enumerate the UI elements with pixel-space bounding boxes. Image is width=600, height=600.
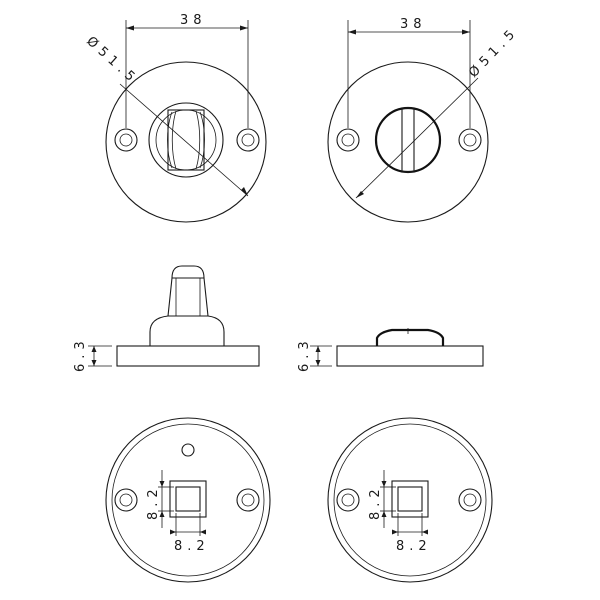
dim-text-bot-left-square-v: 8.2 — [146, 484, 161, 520]
screw-hole-left — [114, 128, 138, 152]
rosette-outline — [327, 61, 489, 223]
slot-disc-profile — [375, 328, 445, 346]
dimension-square-vertical: 8.2 — [368, 470, 396, 528]
knob-collar — [149, 315, 225, 346]
screw-hole-left — [336, 488, 360, 512]
dimension-height-6-3: 6.3 — [297, 336, 332, 372]
screw-hole-right — [236, 488, 260, 512]
dimension-height-6-3: 6.3 — [73, 336, 112, 372]
front-view-turn-knob: 38 Ø51.5 — [83, 13, 267, 223]
dimension-diameter: Ø51.5 — [83, 34, 249, 197]
dim-text-bot-right-square-h: 8.2 — [396, 539, 432, 554]
square-spindle-hole-outer — [391, 480, 429, 518]
dimension-width-38: 38 — [347, 17, 471, 128]
dim-text-top-left-diameter: Ø51.5 — [83, 34, 141, 88]
knob-stem — [167, 277, 209, 317]
back-view-left: 8.2 8.2 — [105, 417, 271, 583]
square-spindle-hole — [175, 486, 201, 512]
knob-top — [171, 265, 205, 279]
square-spindle-hole — [397, 486, 423, 512]
dim-text-top-left-width: 38 — [180, 13, 207, 28]
rosette-inner-rim — [111, 423, 265, 577]
turn-knob — [148, 102, 224, 178]
dim-text-mid-left-height: 6.3 — [73, 336, 88, 372]
screw-hole-right-inner — [463, 133, 477, 147]
dim-text-top-right-width: 38 — [400, 17, 427, 32]
screw-hole-left — [114, 488, 138, 512]
side-view-slot-indicator: 6.3 — [297, 328, 484, 372]
dimension-square-horizontal: 8.2 — [170, 513, 210, 554]
screw-hole-left-inner — [119, 133, 133, 147]
rosette-base — [116, 345, 260, 367]
square-spindle-hole-outer — [169, 480, 207, 518]
front-view-slot-indicator: 38 Ø51.5 — [327, 17, 521, 223]
side-view-turn-knob: 6.3 — [73, 265, 260, 372]
screw-hole-right-inner — [241, 133, 255, 147]
dimension-square-vertical: 8.2 — [146, 470, 174, 528]
screw-hole-left — [336, 128, 360, 152]
slot-disc — [374, 106, 442, 174]
back-view-right: 8.2 8.2 — [327, 417, 493, 583]
dimension-square-horizontal: 8.2 — [392, 513, 432, 554]
rosette-inner-rim — [333, 423, 487, 577]
screw-hole-right — [458, 128, 482, 152]
screw-hole-right — [458, 488, 482, 512]
rosette-outline — [105, 417, 271, 583]
dim-text-bot-right-square-v: 8.2 — [368, 484, 383, 520]
rosette-outline — [327, 417, 493, 583]
screw-hole-right — [236, 128, 260, 152]
rosette-base — [336, 345, 484, 367]
screw-hole-left-inner — [341, 133, 355, 147]
dim-text-mid-right-height: 6.3 — [297, 336, 312, 372]
rosette-outline — [105, 61, 267, 223]
top-pin-hole — [181, 443, 195, 457]
dim-text-bot-left-square-h: 8.2 — [174, 539, 210, 554]
dimension-width-38: 38 — [125, 13, 249, 128]
dimension-diameter: Ø51.5 — [355, 24, 521, 199]
dim-text-top-right-diameter: Ø51.5 — [466, 24, 521, 81]
